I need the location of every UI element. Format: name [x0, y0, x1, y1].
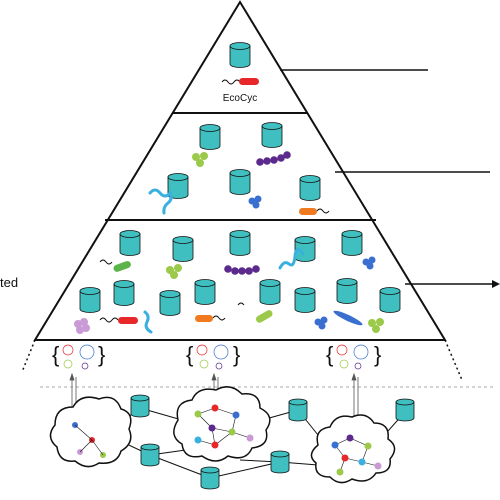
database-cylinder [140, 443, 160, 467]
database-cylinder [229, 169, 251, 195]
cocci-cluster-icon [166, 264, 182, 279]
side-label: ted [0, 275, 19, 290]
bacterium-icon [99, 317, 138, 324]
svg-text:{: { [52, 342, 59, 367]
database-cylinder [200, 466, 220, 490]
database-cylinder [119, 230, 141, 256]
network-brace-middle: { } [186, 342, 240, 370]
cocci-cluster-icon [368, 318, 384, 333]
bacterium-icon [299, 208, 330, 215]
network-cloud-right [310, 414, 396, 484]
top-tier-label: EcoCyc [223, 93, 257, 104]
spirochete-icon [148, 188, 173, 215]
network-brace-right: { } [326, 342, 381, 370]
bacterium-icon [99, 259, 131, 272]
rod-bacterium-icon [333, 310, 363, 326]
cocci-cluster-icon [314, 316, 328, 330]
dotted-extension-right [444, 339, 463, 381]
database-cylinder [79, 287, 101, 313]
svg-text:{: { [186, 342, 193, 367]
database-cylinder [199, 124, 221, 150]
cocci-cluster-icon [248, 195, 262, 209]
database-cylinder [294, 287, 316, 313]
database-cylinder [229, 42, 251, 68]
svg-text:}: } [233, 342, 240, 367]
database-cylinder [259, 279, 281, 305]
streptococcus-chain-icon [224, 265, 260, 275]
database-cylinder [395, 398, 415, 422]
cocci-cluster-icon [192, 152, 208, 167]
svg-text:{: { [326, 342, 333, 367]
database-cylinder [270, 450, 290, 474]
network-cloud-left [49, 396, 132, 468]
bacterium-icon [221, 78, 259, 85]
bacterium-icon [195, 315, 226, 322]
pointer-arrowhead [492, 280, 500, 288]
database-cylinder [299, 175, 321, 201]
streptococcus-chain-icon [256, 151, 291, 166]
database-cylinder [159, 290, 181, 316]
spirochete-icon [278, 248, 305, 270]
database-cylinder [379, 287, 401, 313]
cocci-cluster-icon [74, 318, 90, 334]
database-cylinder [194, 279, 216, 305]
dotted-extension-left [21, 339, 36, 373]
database-cylinder [113, 280, 135, 306]
database-cylinder [172, 236, 194, 262]
database-cylinder [288, 398, 308, 422]
database-cylinder [336, 278, 358, 304]
database-cylinder [130, 394, 150, 418]
network-cloud-middle [173, 386, 271, 462]
double-arrow [351, 372, 361, 423]
network-brace-left: { } [52, 342, 105, 370]
svg-text:}: } [98, 342, 105, 367]
database-cylinder [341, 230, 363, 256]
spirochete-icon [143, 310, 153, 334]
bacterium-icon [237, 302, 273, 323]
svg-text:}: } [374, 342, 381, 367]
database-cylinder [229, 230, 251, 256]
database-cylinder [261, 122, 283, 148]
cocci-cluster-icon [362, 256, 376, 270]
